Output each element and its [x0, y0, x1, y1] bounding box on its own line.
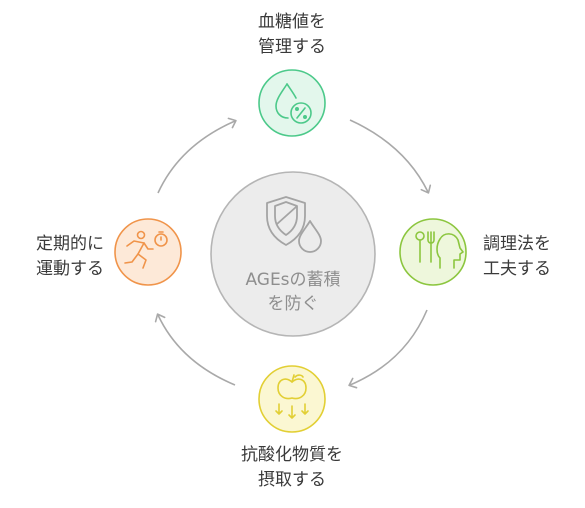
- center-title-line: を防ぐ: [267, 294, 319, 314]
- apple-arrows-down-icon: [275, 374, 309, 419]
- step-label-exercise: 定期的に 運動する: [6, 232, 104, 282]
- arrow-right-to-bottom: [348, 309, 428, 389]
- center-title-line: AGEsの蓄積: [245, 270, 341, 290]
- step-label-line: 運動する: [36, 259, 104, 279]
- droplet-percent-icon: [275, 83, 312, 124]
- center-title: AGEsの蓄積 を防ぐ: [211, 268, 375, 316]
- step-label-line: 定期的に: [36, 234, 104, 254]
- arrow-top-to-right: [349, 119, 432, 194]
- step-label-line: 血糖値を: [258, 12, 326, 32]
- center-circle: [210, 171, 376, 337]
- step-label-line: 摂取する: [258, 470, 326, 490]
- left-node-circle: [114, 218, 182, 286]
- step-label-line: 抗酸化物質を: [241, 445, 343, 465]
- step-label-line: 工夫する: [483, 259, 551, 279]
- arrow-bottom-to-left: [154, 313, 236, 386]
- step-label-antioxidants: 抗酸化物質を 摂取する: [222, 443, 362, 493]
- head-utensils-icon: [415, 231, 464, 269]
- step-label-manage-blood-sugar: 血糖値を 管理する: [232, 10, 352, 60]
- arrow-left-to-top: [157, 117, 237, 194]
- bottom-node-circle: [258, 365, 326, 433]
- runner-stopwatch-icon: [124, 230, 168, 269]
- step-label-line: 調理法を: [483, 234, 551, 254]
- right-node-circle: [399, 218, 467, 286]
- top-node-circle: [258, 69, 326, 137]
- step-label-cooking-method: 調理法を 工夫する: [483, 232, 578, 282]
- shield-droplet-icon: [266, 196, 322, 253]
- step-label-line: 管理する: [258, 37, 326, 57]
